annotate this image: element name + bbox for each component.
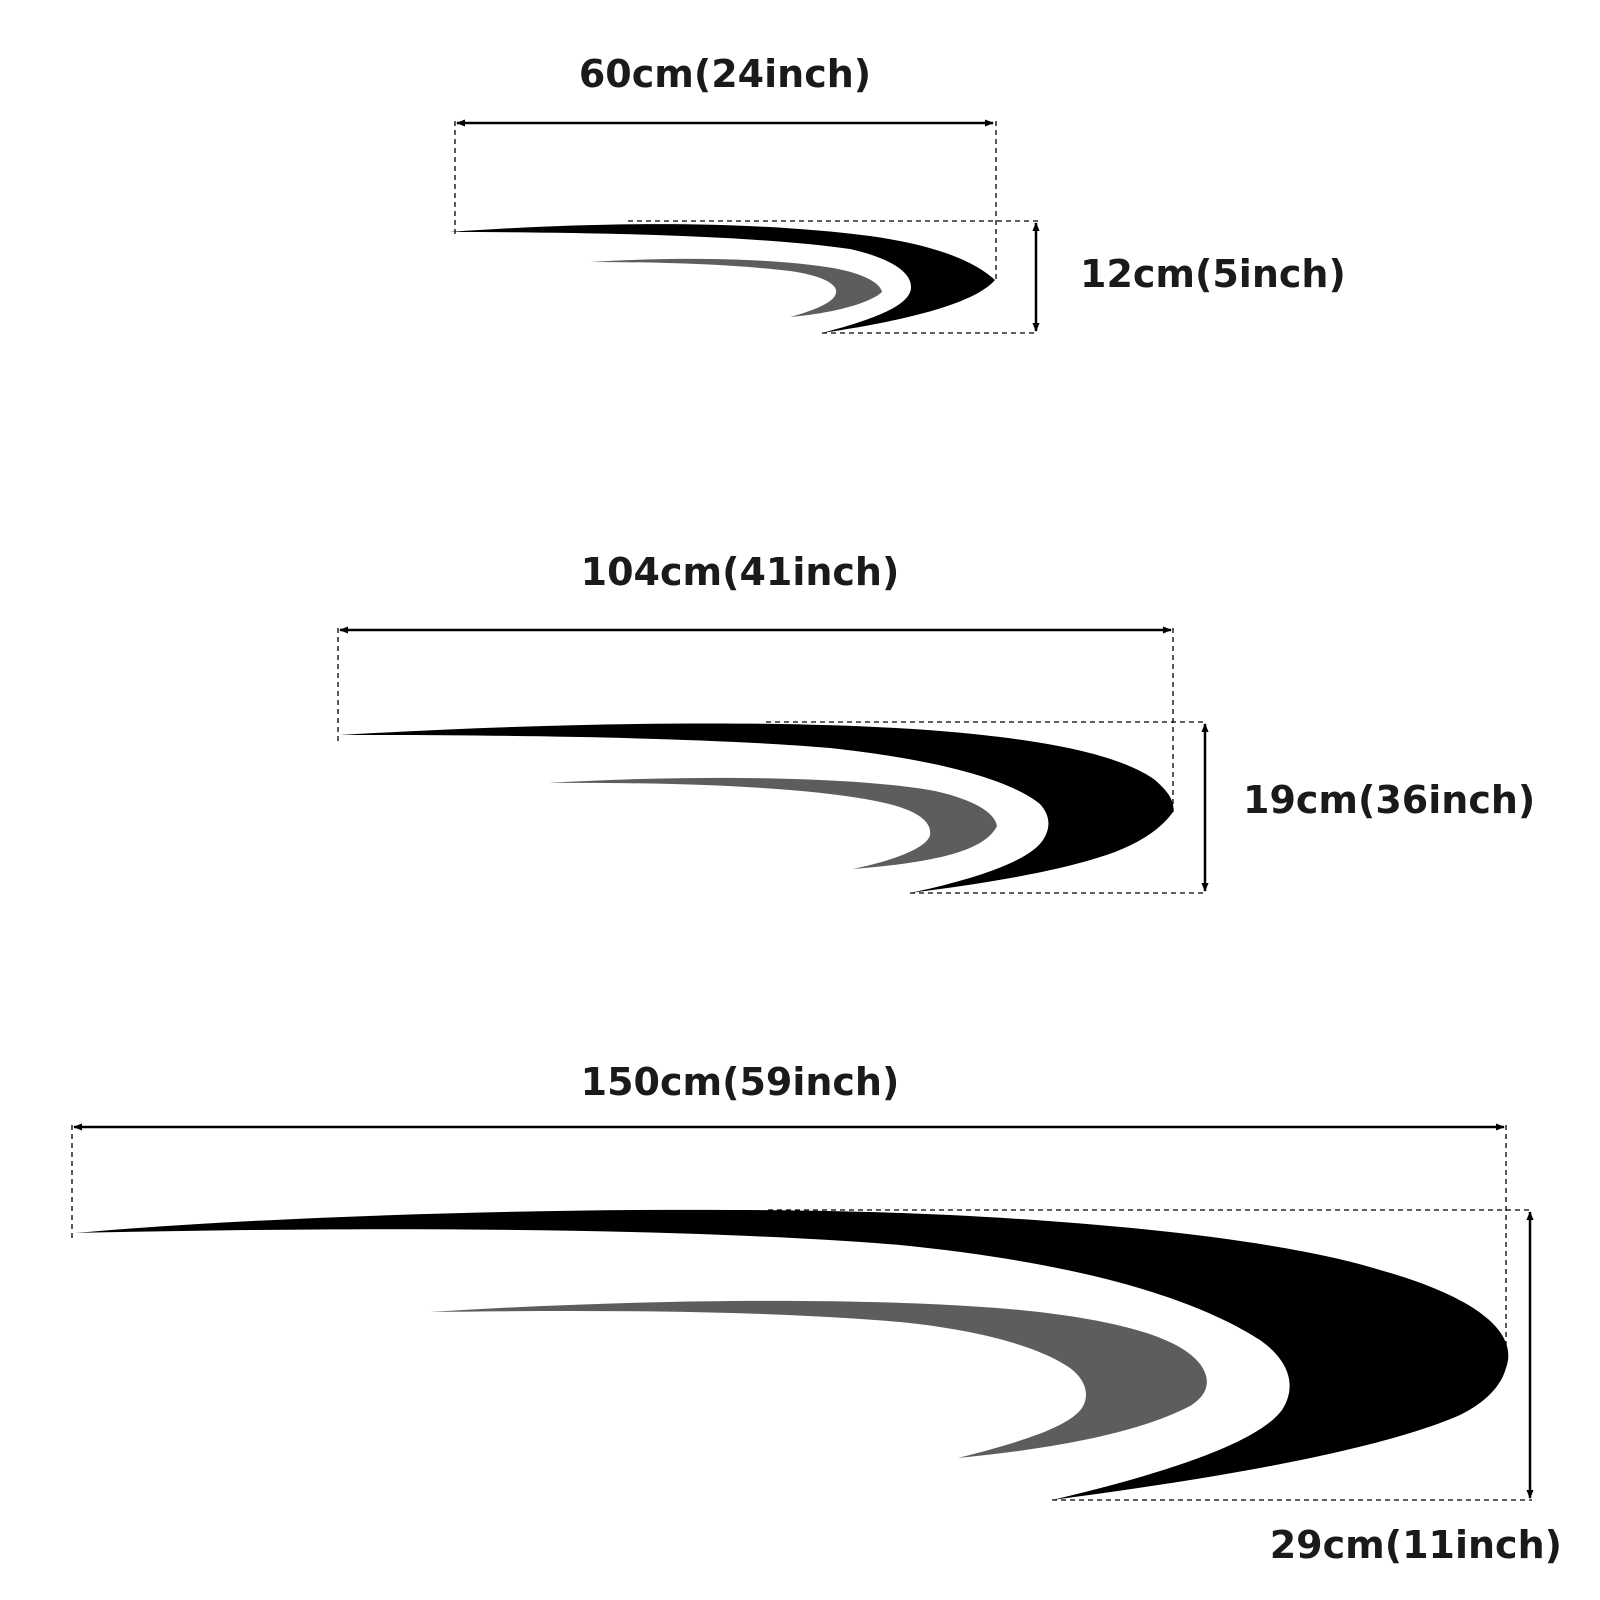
decal-medium-primary-stripe	[340, 723, 1174, 893]
decal-medium-secondary-stripe	[548, 777, 997, 869]
width-label-small: 60cm(24inch)	[579, 52, 871, 96]
decal-large-secondary-stripe	[430, 1300, 1207, 1458]
decal-small-primary-stripe	[449, 224, 995, 333]
decal-large-primary-stripe	[75, 1209, 1509, 1500]
decal-large: 150cm(59inch) 29cm(11inch)	[71, 1060, 1562, 1567]
height-label-medium: 19cm(36inch)	[1243, 778, 1535, 822]
height-label-large: 29cm(11inch)	[1270, 1523, 1562, 1567]
height-label-small: 12cm(5inch)	[1080, 252, 1346, 296]
width-label-large: 150cm(59inch)	[581, 1060, 900, 1104]
decal-medium: 104cm(41inch) 19cm(36inch)	[337, 550, 1535, 894]
decal-small: 60cm(24inch) 12cm(5inch)	[449, 52, 1346, 334]
decal-small-secondary-stripe	[590, 258, 882, 317]
width-label-medium: 104cm(41inch)	[581, 550, 900, 594]
